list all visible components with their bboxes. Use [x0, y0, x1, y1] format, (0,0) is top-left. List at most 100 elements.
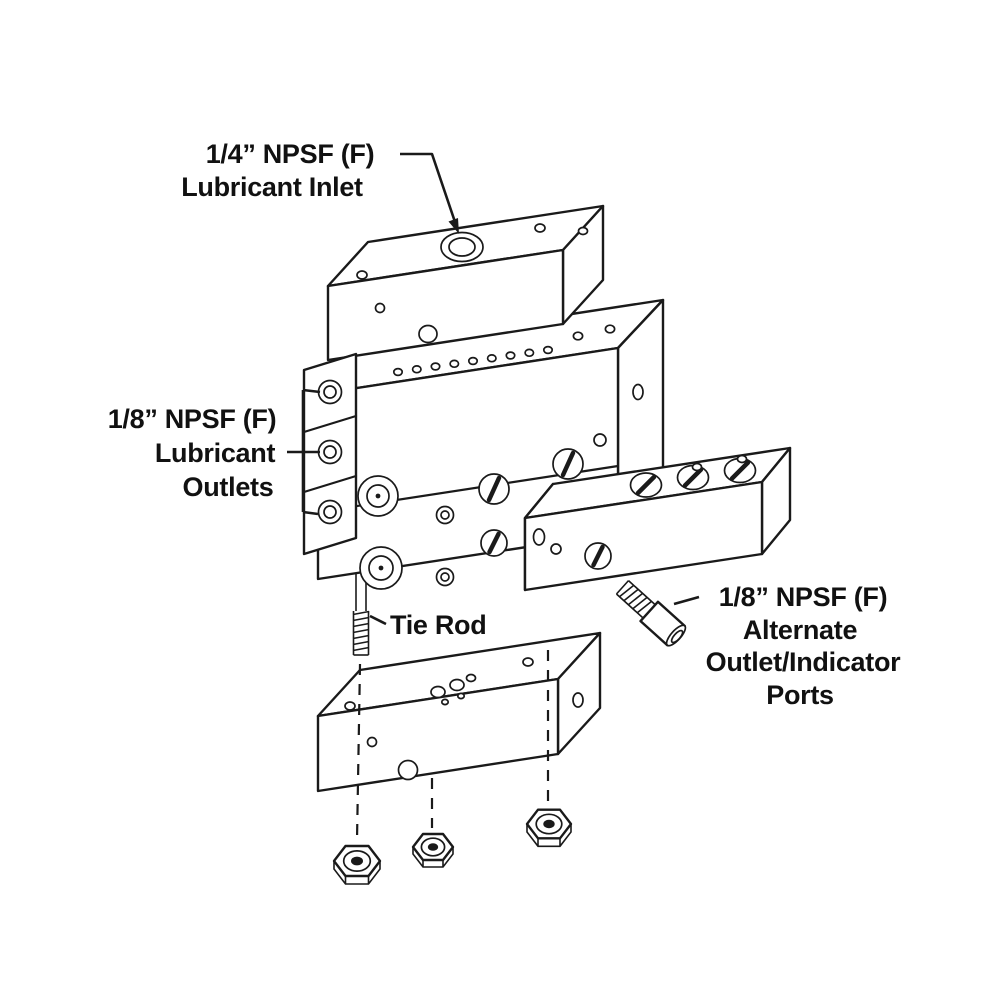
hex-nut: [525, 808, 573, 848]
hole: [449, 359, 460, 369]
outlet-boss-center: [378, 565, 384, 571]
outlets-label-line2: Lubricant: [155, 438, 276, 468]
outlets-bracket: [287, 388, 321, 516]
inlet-front-face: [326, 248, 565, 362]
outlets-label-line1: 1/8” NPSF (F): [108, 404, 277, 434]
nut-bore: [543, 819, 555, 829]
hole: [467, 356, 479, 366]
screw-slot: [487, 531, 501, 555]
labels: 1/4” NPSF (F) Lubricant Inlet 1/8” NPSF …: [108, 139, 902, 710]
hole: [366, 736, 378, 748]
inlet-leader-arrowhead: [448, 218, 459, 234]
thread: [352, 610, 370, 616]
outlet-ports-block: [302, 352, 358, 556]
thread: [352, 646, 370, 652]
alternate-front-face: [523, 480, 764, 592]
nut-thickness: [333, 861, 381, 885]
outlet-section-division: [302, 414, 358, 434]
alternate-leader-line: [673, 595, 700, 606]
hole: [430, 685, 446, 699]
hole: [572, 692, 584, 708]
thread: [627, 592, 644, 606]
thread: [352, 616, 370, 622]
hole: [532, 528, 546, 546]
thread: [618, 584, 635, 598]
tie-rod-threads: [352, 610, 370, 652]
alternate-label-line2: Alternate: [743, 615, 858, 645]
cap-screw-threads: [618, 584, 653, 614]
hole: [604, 324, 616, 334]
hole: [593, 433, 607, 447]
cap-screw-head-base: [639, 601, 659, 622]
inlet-label-line2: Lubricant Inlet: [181, 172, 363, 202]
hole: [430, 362, 441, 371]
tie-rod-label: Tie Rod: [390, 610, 486, 640]
hole: [505, 351, 516, 360]
lubricant-outlet-port: [323, 385, 337, 399]
screw-slot: [591, 544, 605, 568]
hole: [522, 657, 534, 667]
outlet-section-division: [302, 474, 358, 494]
fitting-hole: [440, 510, 450, 520]
inlet-port-thread: [448, 237, 476, 257]
base-top-holes: [344, 657, 534, 711]
hex-socket: [670, 629, 684, 644]
outlet-bosses: [357, 475, 403, 590]
hole: [418, 324, 438, 344]
inlet-block: [326, 204, 605, 362]
hole: [397, 759, 419, 781]
screw-slot: [635, 474, 657, 496]
thread: [636, 600, 653, 614]
thread: [632, 596, 648, 610]
hole: [534, 223, 546, 233]
hole: [524, 348, 535, 358]
hex-nut: [332, 844, 382, 885]
tie-rod: [352, 574, 370, 656]
nut-bore: [427, 843, 439, 851]
thread: [623, 588, 639, 602]
screw-slot: [682, 467, 704, 488]
screw-slot: [560, 450, 576, 478]
nut-thickness: [526, 824, 572, 848]
screw-slot: [486, 475, 502, 503]
base-plate-block: [316, 631, 602, 793]
hole: [449, 678, 465, 692]
hole: [486, 354, 497, 363]
hole: [356, 270, 368, 280]
hole: [577, 226, 589, 236]
lubricant-outlet-port: [323, 445, 337, 459]
hole: [456, 692, 466, 700]
tie-rod-centerline: [355, 663, 362, 841]
alternate-label-line1: 1/8” NPSF (F): [719, 582, 888, 612]
hex-nut: [411, 832, 455, 868]
inlet-leader-line: [400, 152, 457, 223]
hole: [440, 698, 450, 706]
thread: [352, 634, 370, 640]
alternate-label-line4: Ports: [766, 680, 834, 710]
hole: [392, 367, 404, 377]
assembly-centerlines: [355, 650, 550, 841]
tie-rod-leader-line: [369, 614, 387, 626]
cap-screw-thread-body: [615, 580, 656, 619]
hole: [572, 331, 584, 341]
thread: [352, 622, 370, 628]
manifold-front-fittings: [435, 433, 607, 587]
hole: [344, 701, 356, 711]
hole: [465, 673, 477, 683]
base-front-face: [316, 677, 560, 793]
thread: [352, 640, 370, 646]
hole: [691, 462, 703, 472]
screw-slot: [729, 460, 751, 481]
cap-screw: [615, 580, 687, 647]
alternate-ports-block: [523, 446, 792, 592]
fitting-hole: [440, 572, 450, 582]
hole: [736, 454, 748, 464]
outlets-label-line3: Outlets: [183, 472, 274, 502]
manifold-top-hole-row: [392, 324, 616, 377]
hole: [542, 345, 554, 355]
inlet-label-line1: 1/4” NPSF (F): [206, 139, 375, 169]
hole: [374, 302, 386, 314]
thread: [352, 628, 370, 634]
